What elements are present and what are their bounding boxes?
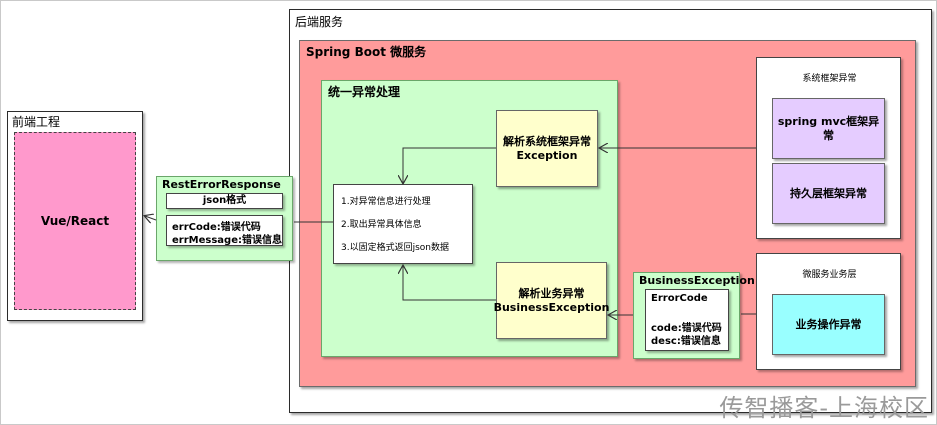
step-3: 3.以固定格式返回json数据: [341, 243, 449, 253]
parse-business-exception-box: 解析业务异常 BusinessException: [493, 262, 610, 339]
vue-react-label: Vue/React: [40, 214, 110, 228]
error-fields-box: errCode:错误代码 errMessage:错误信息: [166, 215, 283, 246]
err-message-field: errMessage:错误信息: [172, 235, 282, 246]
json-format-box: json格式: [166, 193, 283, 209]
vue-react-box: Vue/React: [14, 132, 136, 310]
step-1: 1.对异常信息进行处理: [341, 197, 431, 207]
error-code-box: ErrorCode code:错误代码 desc:错误信息: [645, 289, 729, 351]
arrow-parse-system-to-steps: [403, 147, 496, 183]
backend-title: 后端服务: [295, 15, 344, 29]
spring-boot-title: Spring Boot 微服务: [306, 45, 427, 59]
parse-business-line2: BusinessException: [493, 300, 610, 314]
parse-system-exception-box: 解析系统框架异常 Exception: [496, 110, 598, 187]
parse-system-line2: Exception: [516, 148, 578, 162]
code-field: code:错误代码: [651, 323, 722, 334]
unified-exception-title: 统一异常处理: [328, 85, 401, 99]
err-code-field: errCode:错误代码: [172, 222, 261, 233]
watermark: 传智播客-上海校区: [719, 394, 929, 422]
frontend-title: 前端工程: [12, 115, 61, 129]
business-operation-exception-box: 业务操作异常: [772, 294, 885, 355]
business-exception-title: BusinessException: [639, 274, 755, 287]
rest-error-response-title: RestErrorResponse: [162, 178, 281, 191]
persistence-exception-label: 持久层框架异常: [790, 186, 867, 200]
micro-business-title: 微服务业务层: [802, 270, 857, 280]
business-operation-exception-label: 业务操作异常: [795, 317, 862, 331]
arrow-parse-business-to-steps: [403, 266, 496, 301]
arrow-response-to-frontend: [145, 216, 157, 220]
parse-business-line1: 解析业务异常: [518, 286, 585, 300]
error-code-title: ErrorCode: [651, 293, 708, 304]
system-framework-title: 系统框架异常: [802, 74, 857, 84]
processing-steps-box: 1.对异常信息进行处理 2.取出异常具体信息 3.以固定格式返回json数据: [333, 184, 473, 264]
json-format-label: json格式: [202, 195, 247, 206]
desc-field: desc:错误信息: [651, 336, 721, 347]
spring-mvc-exception-label: spring mvc框架异常: [777, 114, 880, 142]
parse-system-line1: 解析系统框架异常: [503, 134, 591, 148]
step-2: 2.取出异常具体信息: [341, 220, 422, 230]
spring-mvc-exception-box: spring mvc框架异常: [772, 98, 885, 159]
persistence-exception-box: 持久层框架异常: [772, 163, 885, 224]
